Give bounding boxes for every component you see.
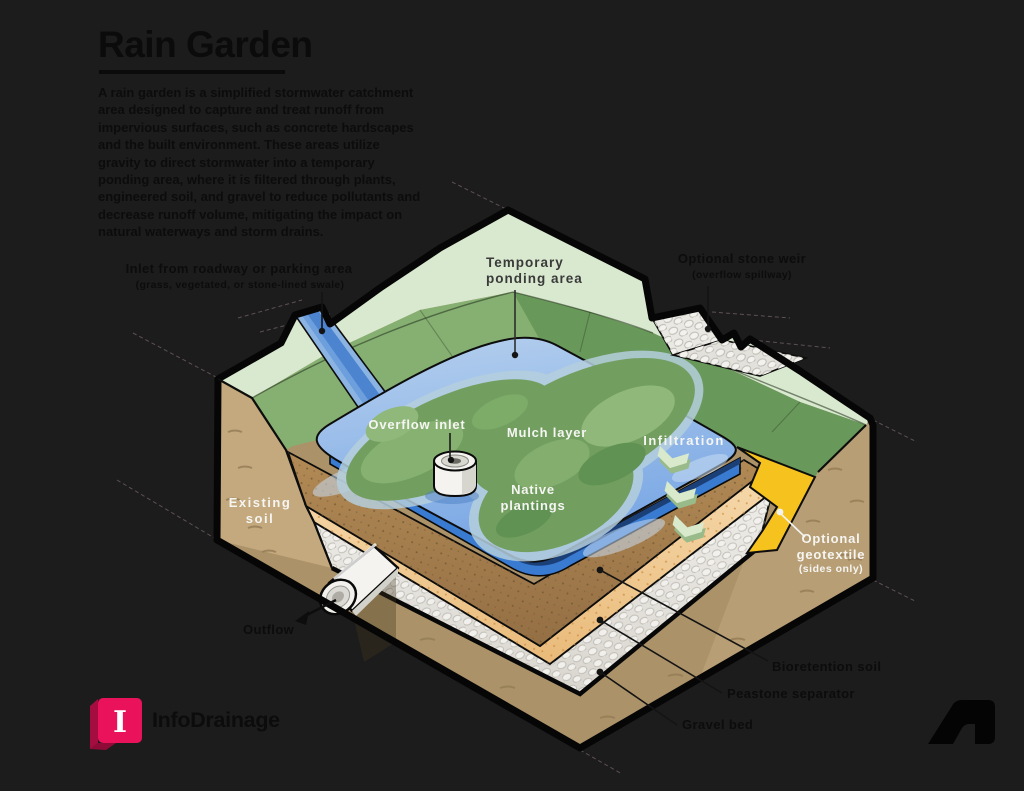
weir-label: Optional stone weir (678, 251, 806, 266)
gravel-label: Gravel bed (682, 717, 753, 732)
inlet-label: Inlet from roadway or parking area (126, 261, 353, 276)
mulch-label: Mulch layer (507, 425, 587, 440)
autodesk-logo-icon (928, 700, 995, 744)
title-underline (99, 70, 285, 74)
infodrainage-logo: I InfoDrainage (90, 698, 280, 750)
silhouette-outline (213, 206, 877, 752)
page-description: A rain garden is a simplified stormwater… (98, 85, 421, 240)
ponding-label-line2: ponding area (486, 271, 583, 286)
leader-lines (295, 286, 806, 726)
geotextile-label-line2: geotextile (797, 547, 866, 562)
weir-sublabel: (overflow spillway) (692, 269, 792, 281)
illustration-labels: Inlet from roadway or parking area (gras… (126, 251, 881, 732)
overflow-inlet-label: Overflow inlet (368, 417, 465, 432)
native-label-line1: Native (511, 482, 555, 497)
inlet-sublabel: (grass, vegetated, or stone-lined swale) (136, 279, 345, 291)
page-title: Rain Garden (98, 24, 313, 65)
existing-soil-label-line2: soil (246, 511, 274, 526)
bioretention-label: Bioretention soil (772, 659, 881, 674)
ponding-label-line1: Temporary (486, 255, 564, 270)
logo-cube-front (98, 698, 142, 743)
geotextile-strip (736, 446, 817, 555)
native-label-line2: plantings (501, 498, 566, 513)
infiltration-label: Infiltration (643, 433, 725, 448)
outflow-label: Outflow (243, 622, 295, 637)
overflow-inlet-structure (425, 450, 479, 504)
logo-cube-side (90, 699, 98, 749)
geotextile-sublabel: (sides only) (799, 563, 863, 575)
logo-letter: I (113, 705, 127, 740)
product-wordmark: InfoDrainage (152, 708, 280, 732)
berm-rim (218, 210, 870, 425)
geotextile-label-line1: Optional (801, 531, 860, 546)
ponding-surface (312, 336, 737, 563)
existing-soil-label-line1: Existing (229, 495, 292, 510)
peastone-label: Peastone separator (727, 686, 855, 701)
